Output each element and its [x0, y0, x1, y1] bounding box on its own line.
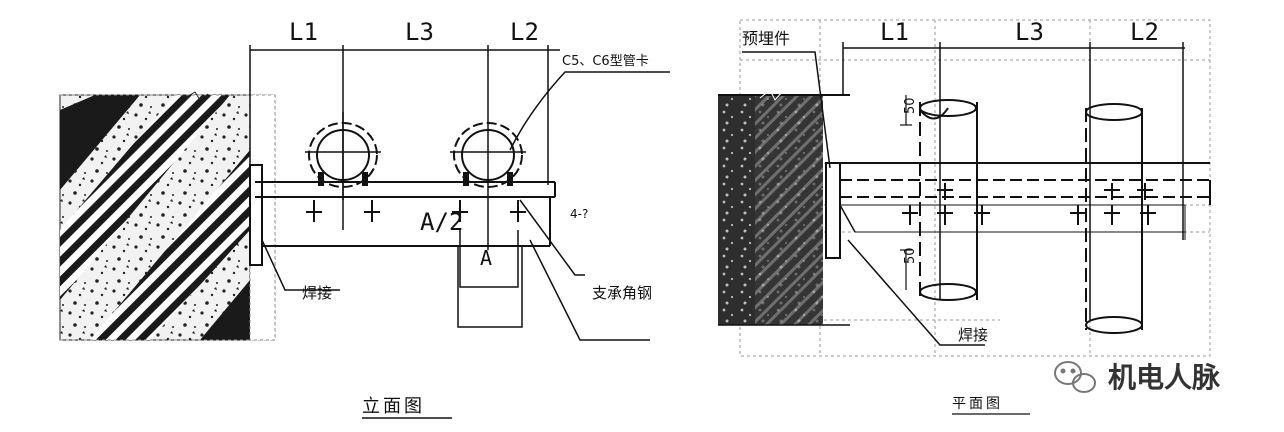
dim-label-l3: L3	[405, 18, 434, 46]
elevation-dimension-line	[249, 45, 560, 230]
plan-dim-label-l2: L2	[1130, 18, 1159, 46]
dim-label-l2: L2	[510, 18, 539, 46]
plan-pipe-2	[1085, 103, 1143, 334]
plan-weld-label: 焊接	[958, 326, 988, 344]
a-dimension	[457, 230, 523, 328]
note-label: 4-?	[570, 207, 588, 221]
plan-embed-plate	[825, 162, 841, 259]
elevation-weld-label: 焊接	[302, 284, 332, 302]
ratio-label: A/2	[420, 208, 463, 236]
plan-50-bottom: 50	[903, 247, 918, 264]
embed-plate	[249, 164, 263, 266]
plan-caption: 平面图	[952, 396, 1003, 412]
a-label: A	[480, 246, 492, 270]
plan-view: L1 L3 L2	[718, 18, 1211, 415]
plan-leaders	[742, 51, 985, 346]
plan-50-dims	[900, 95, 912, 290]
support-angle	[255, 181, 556, 250]
angle-label: 支承角钢	[592, 284, 652, 302]
elevation-bolts	[306, 200, 526, 222]
watermark-text: 机电人脉	[1108, 361, 1221, 394]
pipe-1	[305, 112, 381, 200]
elevation-wall	[59, 91, 276, 341]
plan-dimension-line	[842, 42, 1185, 320]
plan-dim-label-l3: L3	[1015, 18, 1044, 46]
plan-support-angle	[839, 162, 1211, 240]
elevation-view: L1 L3 L2	[59, 18, 670, 419]
elevation-leaders	[261, 71, 670, 341]
pipe-2	[450, 122, 526, 188]
plan-dim-label-l1: L1	[880, 18, 909, 46]
embed-label: 预埋件	[742, 29, 790, 48]
wechat-icon	[1054, 361, 1096, 393]
elevation-caption: 立面图	[362, 396, 425, 417]
watermark: 机电人脉	[1054, 361, 1221, 394]
plan-pipe-1	[919, 99, 978, 301]
dim-label-l1: L1	[289, 18, 318, 46]
plan-50-top: 50	[903, 97, 918, 114]
plan-bolts	[902, 183, 1156, 225]
plan-wall	[718, 89, 850, 326]
clamp-label: C5、C6型管卡	[562, 54, 649, 69]
